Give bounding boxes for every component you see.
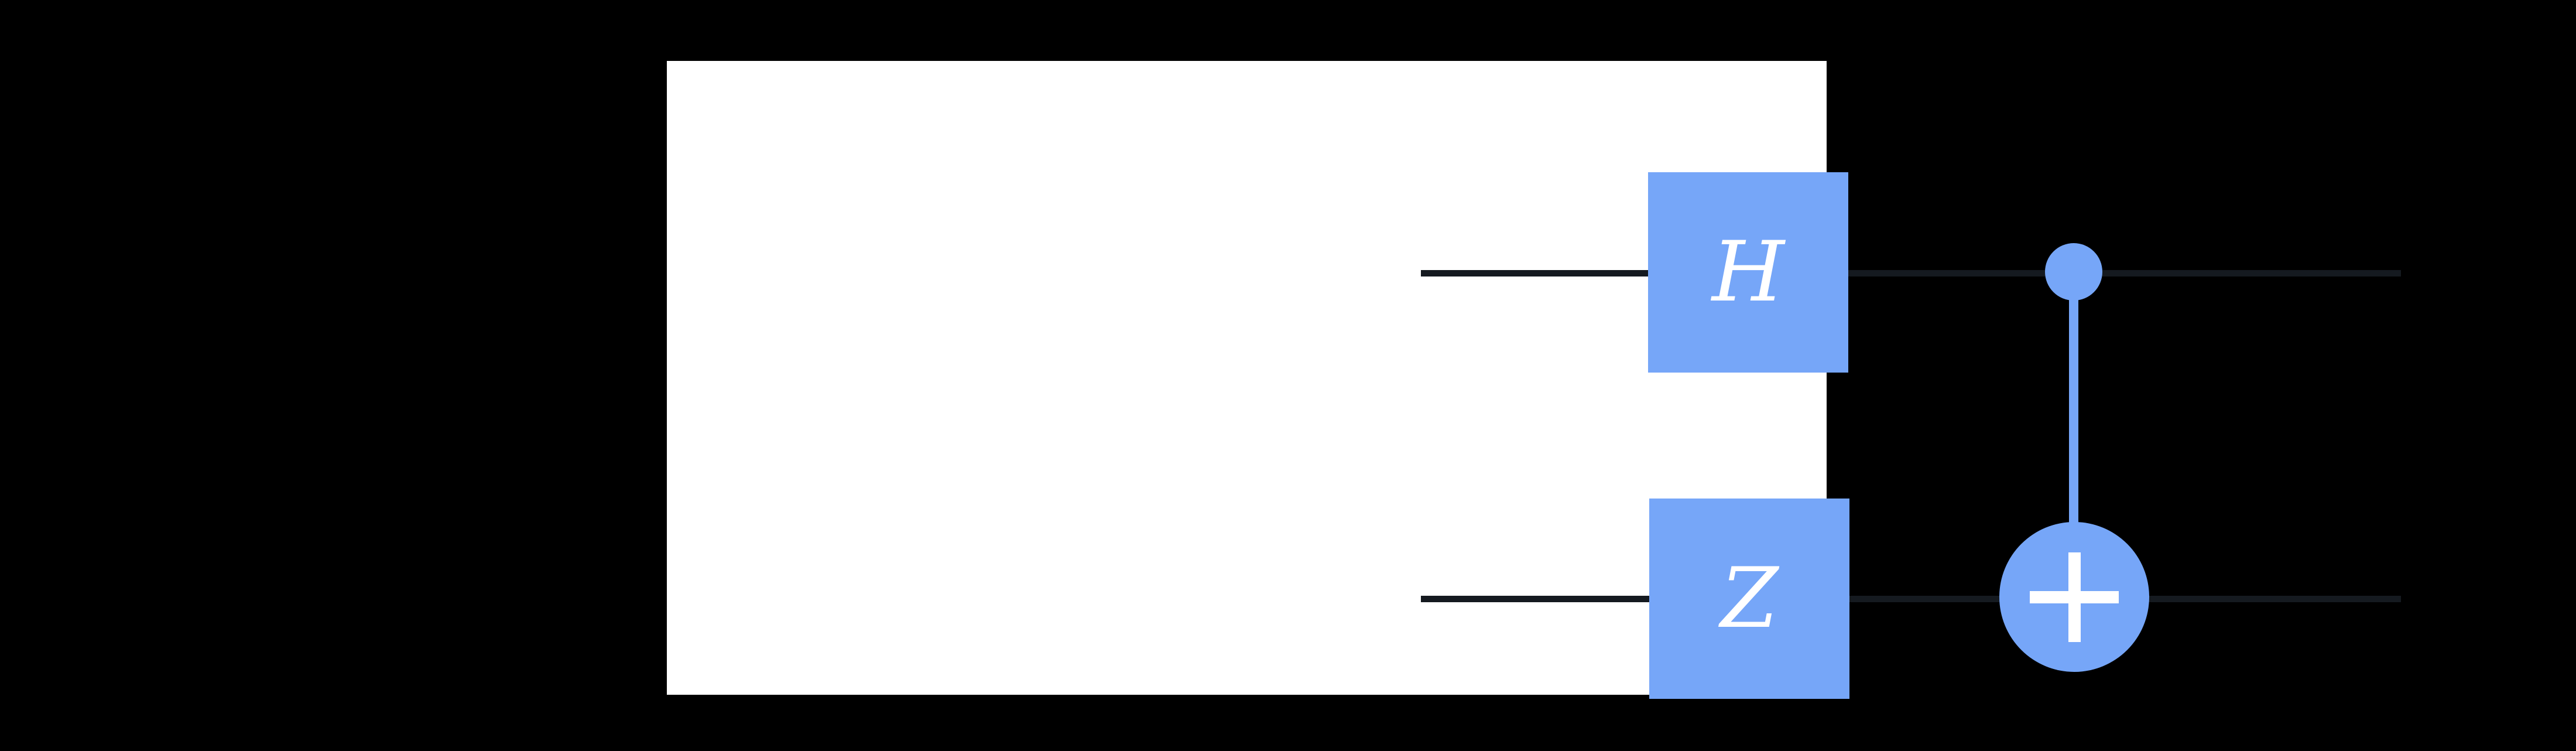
qubit-wire-0 — [1421, 270, 2401, 276]
hadamard-gate-label: H — [1712, 224, 1784, 320]
hadamard-gate: H — [1648, 172, 1848, 373]
z-gate: Z — [1649, 499, 1849, 699]
cnot-connector-line — [2069, 272, 2078, 598]
z-gate-label: Z — [1720, 550, 1779, 647]
plus-icon — [2068, 552, 2081, 642]
cnot-control-dot — [2045, 243, 2102, 301]
circuit-panel: H Z — [667, 61, 2401, 699]
qubit-wire-1 — [1421, 596, 2401, 602]
